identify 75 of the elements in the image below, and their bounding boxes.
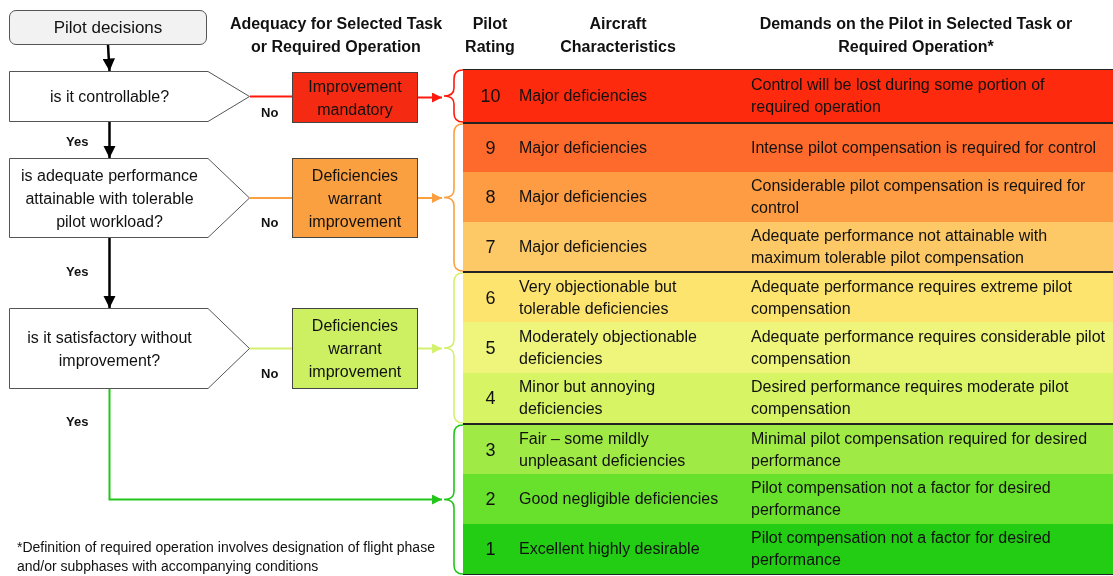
rating-number: 1 bbox=[484, 538, 497, 560]
characteristic-text: Moderately objectionable deficiencies bbox=[519, 326, 698, 369]
verdict-box bbox=[292, 72, 418, 123]
rating-number: 2 bbox=[484, 488, 497, 510]
characteristic-text: Major deficiencies bbox=[519, 187, 649, 207]
rating-row bbox=[463, 222, 1113, 272]
verdict-box bbox=[292, 158, 418, 238]
question-text: is it satisfactory without improvement? bbox=[26, 327, 193, 371]
rating-number: 6 bbox=[484, 286, 497, 309]
arrow bbox=[417, 92, 443, 103]
demand-text: Pilot compensation not a factor for desired performance bbox=[751, 478, 1052, 520]
characteristic-text: Major deficiencies bbox=[519, 138, 649, 158]
rating-row bbox=[463, 172, 1113, 222]
start-box bbox=[9, 10, 207, 45]
decision-pentagon bbox=[9, 308, 250, 389]
rating-number: 7 bbox=[484, 235, 497, 258]
connector-line bbox=[249, 347, 293, 350]
box-text: Improvement mandatory bbox=[307, 76, 403, 120]
demand-text: Desired performance requires moderate pilot compensation bbox=[751, 377, 1070, 419]
column-header: Adequacy for Selected Task or Required Operation bbox=[228, 14, 444, 57]
characteristic-text: Minor but annoying deficiencies bbox=[519, 377, 657, 419]
rating-row bbox=[463, 474, 1113, 524]
arrow bbox=[417, 193, 443, 203]
characteristic-text: Major deficiencies bbox=[519, 236, 649, 257]
rating-number: 3 bbox=[484, 438, 497, 461]
demand-text: Pilot compensation not a factor for desired performance bbox=[751, 528, 1052, 570]
rating-number: 10 bbox=[479, 85, 502, 107]
decision-pentagon bbox=[9, 71, 250, 122]
arrow bbox=[417, 343, 443, 354]
demand-text: Control will be lost during some portion of required operation bbox=[751, 75, 1046, 117]
verdict-box bbox=[292, 308, 418, 389]
arrow bbox=[103, 238, 116, 308]
rating-row bbox=[463, 322, 1113, 373]
rating-number: 4 bbox=[484, 387, 497, 409]
characteristic-text: Very objectionable but tolerable deficiencies bbox=[519, 276, 678, 319]
demand-text: Adequate performance requires extreme pilot compensation bbox=[751, 276, 1074, 319]
rating-number: 5 bbox=[484, 336, 497, 359]
box-text: Deficiencies warrant improvement bbox=[307, 316, 403, 382]
rating-row bbox=[463, 524, 1113, 575]
edge-label: Yes bbox=[64, 264, 91, 279]
question-text: is adequate performance attainable with tolerable pilot workload? bbox=[20, 165, 199, 232]
characteristic-text: Good negligible deficiencies bbox=[519, 489, 720, 509]
rating-row bbox=[463, 69, 1113, 123]
demand-text: Adequate performance not attainable with maximum tolerable pilot compensation bbox=[751, 225, 1049, 268]
connector-line bbox=[249, 95, 293, 98]
box-text: Deficiencies warrant improvement bbox=[307, 165, 403, 232]
characteristic-text: Major deficiencies bbox=[519, 86, 649, 106]
column-header: Demands on the Pilot in Selected Task or Required Operation* bbox=[758, 14, 1074, 57]
decision-pentagon bbox=[9, 158, 250, 238]
rating-number: 8 bbox=[484, 186, 497, 208]
demand-text: Considerable pilot compensation is required for control bbox=[751, 176, 1087, 218]
edge-label: No bbox=[259, 366, 281, 381]
rating-row bbox=[463, 123, 1113, 172]
rating-number: 9 bbox=[484, 137, 497, 159]
connector-line bbox=[249, 197, 293, 199]
edge-label: Yes bbox=[64, 134, 91, 149]
edge-label: No bbox=[259, 105, 281, 120]
edge-label: Yes bbox=[64, 414, 91, 429]
question-text: is it controllable? bbox=[48, 87, 171, 107]
demand-text: Minimal pilot compensation required for desired performance bbox=[751, 428, 1089, 471]
column-header: Pilot Rating bbox=[464, 14, 516, 57]
arrow bbox=[102, 44, 115, 72]
rating-row bbox=[463, 373, 1113, 424]
box-text: Pilot decisions bbox=[53, 17, 163, 39]
arrow bbox=[103, 122, 116, 158]
demand-text: Intense pilot compensation is required for control bbox=[751, 138, 1098, 158]
arrow bbox=[108, 388, 443, 505]
characteristic-text: Excellent highly desirable bbox=[519, 539, 701, 559]
column-header: Aircraft Characteristics bbox=[559, 14, 677, 57]
rating-row bbox=[463, 424, 1113, 474]
edge-label: No bbox=[259, 215, 281, 230]
footnote: *Definition of required operation involves designation of flight phase and/or subphases with accompanying conditions bbox=[17, 538, 436, 576]
rating-row bbox=[463, 272, 1113, 322]
characteristic-text: Fair – some mildly unpleasant deficiencies bbox=[519, 428, 687, 471]
demand-text: Adequate performance requires considerable pilot compensation bbox=[751, 326, 1106, 369]
